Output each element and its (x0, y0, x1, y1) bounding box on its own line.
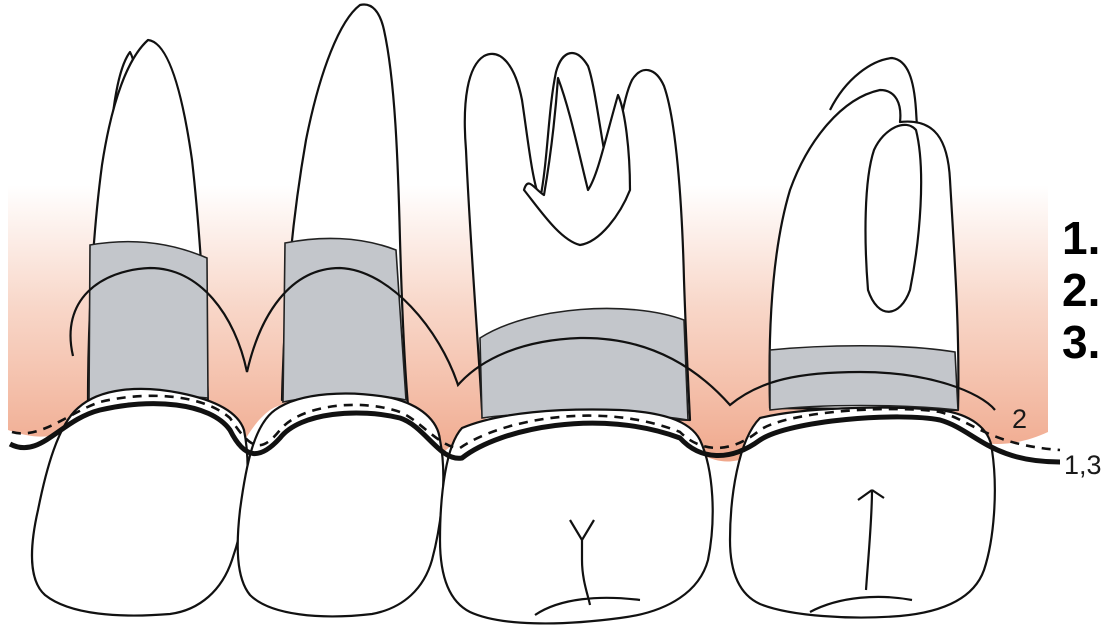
tooth-4 (730, 58, 995, 618)
line-label-1-3: 1,3 (1064, 450, 1102, 480)
tooth-1-exposure-band (89, 242, 208, 402)
tooth-2-exposure-band (283, 238, 406, 402)
tooth-4-crown (730, 408, 995, 618)
tooth-4-exposure-band (770, 346, 958, 410)
list-marker-3: 3. (1062, 316, 1100, 368)
line-label-2: 2 (1012, 404, 1027, 434)
tooth-3-crown (440, 410, 713, 624)
list-marker-2: 2. (1062, 264, 1100, 316)
tooth-3-exposure-band (480, 308, 688, 420)
list-marker-1: 1. (1062, 212, 1100, 264)
